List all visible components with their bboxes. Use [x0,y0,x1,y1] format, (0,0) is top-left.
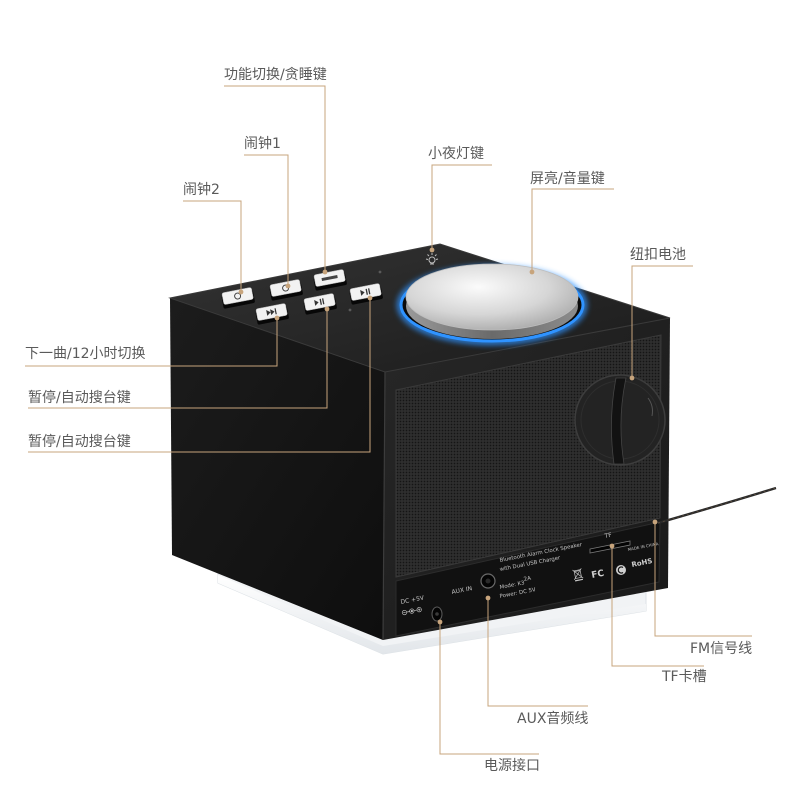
leader-night-light [431,164,492,250]
snooze-icon [321,275,338,282]
mic-hole [378,270,382,274]
volume-knob [397,263,587,345]
certification-icon [616,565,626,575]
fcc-mark: FC [591,569,606,581]
leader-dot [437,619,443,625]
leader-pause-autoscan-2 [28,298,371,453]
label-power-port: 电源接口 [484,757,540,774]
label-fm-antenna: FM信号线 [690,641,752,657]
aux-in-label: AUX IN [451,585,473,596]
callout-alarm2: 闹钟2 [183,181,244,295]
leader-dot [238,289,244,295]
callout-night-light: 小夜灯键 [428,146,492,253]
weee-bin-icon [572,568,584,582]
leader-power-port [439,622,539,755]
left-face [170,298,385,640]
alarm-clock-speaker: DC +5V AUX IN Bluetooth Alarm Clock Spea… [168,243,777,655]
alarm1-button [269,279,303,301]
leader-dot [429,247,435,253]
label-pause-autoscan-1: 暂停/自动搜台键 [28,389,131,406]
made-in-label: MADE IN CHINA [627,541,659,552]
label-brightness-volume: 屏亮/音量键 [530,170,605,187]
play-pause-icon [314,298,325,306]
next-track-icon [266,308,277,316]
leader-dot [285,283,291,289]
leader-dot [322,269,328,275]
leader-dot [485,595,491,601]
play-pause-icon [360,288,371,296]
battery-open-arrow-icon [647,397,653,417]
function-snooze-button [313,269,347,291]
leader-dot [652,519,658,525]
callout-fm-antenna: FM信号线 [652,519,752,657]
callout-function-snooze: 功能切换/贪睡键 [224,66,328,275]
callout-next-track: 下一曲/12小时切换 [25,315,280,367]
leader-fm-antenna [654,522,752,637]
callout-tf-slot: TF卡槽 [609,543,707,685]
callout-coin-battery: 纽扣电池 [629,247,693,381]
leader-alarm2 [183,200,242,292]
next-track-button [255,303,289,325]
leader-tf-slot [611,546,704,667]
coin-battery-cover [574,374,666,466]
leader-dot [629,375,635,381]
dc-power-jack [431,606,443,622]
leader-aux-cable [487,598,588,707]
label-pause-autoscan-2: 暂停/自动搜台键 [28,433,131,450]
knob-top [405,263,579,331]
leader-alarm1 [244,154,289,286]
leader-dot [609,543,615,549]
fm-antenna-wire [657,486,777,525]
leader-next-track [25,318,278,367]
leader-dot [274,315,280,321]
callout-aux-cable: AUX音频线 [485,595,588,727]
alarm2-button [221,287,255,309]
callout-brightness-volume: 屏亮/音量键 [529,170,614,275]
callout-power-port: 电源接口 [437,619,540,774]
battery-cover-slot [611,377,627,465]
callout-pause-autoscan-2: 暂停/自动搜台键 [28,295,373,453]
callout-pause-autoscan-1: 暂停/自动搜台键 [28,306,330,409]
label-coin-battery: 纽扣电池 [630,247,686,263]
label-night-light: 小夜灯键 [428,146,484,162]
callout-alarm1: 闹钟1 [244,135,291,289]
leader-coin-battery [631,265,693,378]
model-label: Mode: K3 [499,580,525,591]
polarity-icon [401,607,422,616]
rohs-mark: RoHS [631,557,653,569]
tf-label: TF [603,532,613,541]
pause-autoscan-button-2 [349,283,383,305]
label-function-snooze: 功能切换/贪睡键 [224,66,327,83]
dc-input-label: DC +5V [400,594,425,606]
leader-dot [367,295,373,301]
label-tf-slot: TF卡槽 [661,669,707,685]
aux-jack [480,573,496,589]
mic-hole [348,308,352,312]
leader-function-snooze [224,85,326,272]
front-edge-highlight [382,371,386,641]
leader-pause-autoscan-1 [28,309,328,409]
label-aux-cable: AUX音频线 [517,710,588,727]
sun-icon [425,253,439,265]
callouts: 功能切换/贪睡键 闹钟1 闹钟2 小夜灯键 屏亮/音量键 纽扣电池 [25,66,752,774]
alarm-clock-icon [234,292,242,300]
device-base-shade [218,575,646,654]
label-alarm2: 闹钟2 [183,181,220,198]
leader-dot [324,306,330,312]
usb-current-label: 2A [523,576,532,583]
leader-dot [529,269,535,275]
label-alarm1: 闹钟1 [244,135,281,152]
leader-brightness-volume [531,188,614,272]
label-next-track: 下一曲/12小时切换 [25,345,146,362]
